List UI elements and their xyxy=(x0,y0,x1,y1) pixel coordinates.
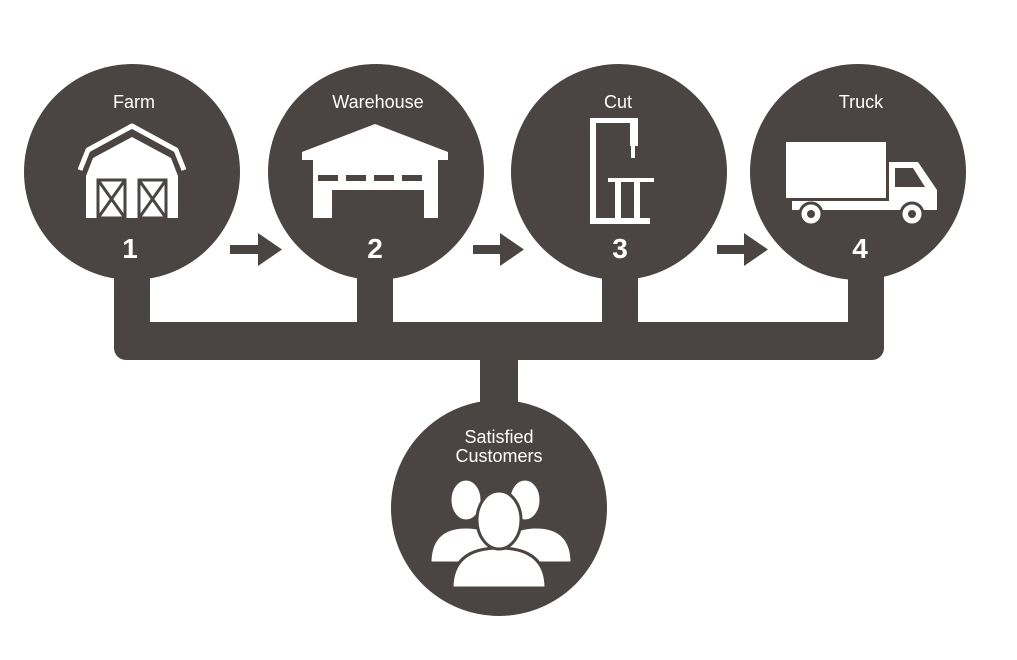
customers-node: Satisfied Customers xyxy=(391,400,607,616)
stage-warehouse: Warehouse 2 xyxy=(268,64,484,280)
stage-label: Warehouse xyxy=(332,92,423,112)
truck-icon xyxy=(786,142,937,227)
flow-arrow-3-4 xyxy=(717,233,768,266)
stage-circle xyxy=(511,64,727,280)
barn-icon xyxy=(77,123,187,220)
flow-arrow-2-3 xyxy=(473,233,524,266)
band-saw-icon xyxy=(590,118,654,224)
stage-number: 1 xyxy=(122,233,138,264)
customers-label-line2: Customers xyxy=(455,446,542,466)
stage-cut: Cut 3 xyxy=(511,64,727,280)
person-center xyxy=(450,489,548,590)
stage-number: 2 xyxy=(367,233,383,264)
stage-truck: Truck 4 xyxy=(750,64,966,280)
stage-label: Farm xyxy=(113,92,155,112)
stage-label: Truck xyxy=(839,92,884,112)
warehouse-icon xyxy=(302,124,448,218)
stage-label: Cut xyxy=(604,92,632,112)
people-group-icon xyxy=(428,477,574,590)
stage-number: 4 xyxy=(852,233,868,264)
flow-arrow-1-2 xyxy=(230,233,282,266)
customers-label-line1: Satisfied xyxy=(464,427,533,447)
stage-number: 3 xyxy=(612,233,628,264)
stage-farm: Farm 1 xyxy=(24,64,240,280)
